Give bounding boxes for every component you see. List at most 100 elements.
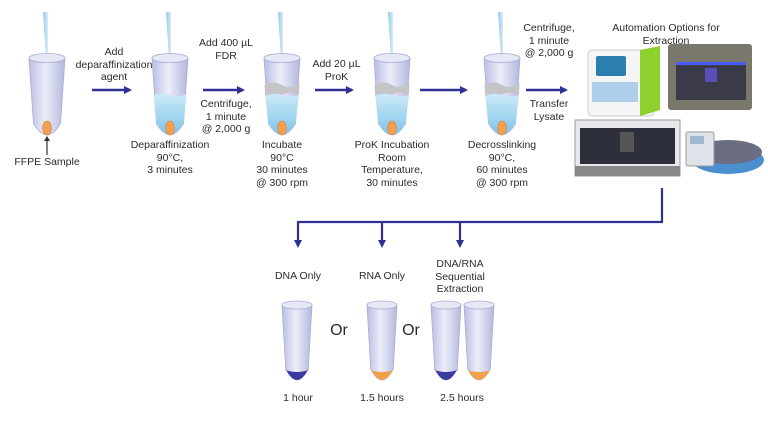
step-caption-5-line: Decrosslinking	[467, 139, 537, 151]
ffpe-sample	[277, 120, 287, 136]
step-caption-4-line: ProK Incubation	[354, 139, 430, 151]
step-caption-3-line: 90°C	[270, 151, 294, 164]
outcome-time-3: 2.5 hours	[440, 392, 484, 404]
step-caption-4-line: Room	[377, 151, 406, 164]
arrow-label-below-2-line: @ 2,000 g	[201, 123, 251, 135]
tube-body	[281, 304, 313, 381]
tube-rim	[151, 53, 189, 63]
arrow-label-above-1-line: agent	[100, 71, 128, 83]
pipette-tip-icon	[166, 12, 171, 58]
ffpe-sample	[165, 120, 175, 136]
tube-rim	[373, 53, 411, 63]
tube-body	[463, 304, 495, 381]
seq-dna-tube	[430, 300, 462, 381]
step-caption-5-line: 60 minutes	[476, 164, 528, 176]
step-caption-3-line: Incubate	[261, 139, 303, 151]
liquid-layer	[485, 93, 519, 135]
arrow-label-above-1-line: Add	[104, 46, 124, 58]
arrow-label-above-3-line: Add 20 µL	[312, 58, 361, 70]
pipette-tip-icon	[43, 12, 48, 58]
arrow-label-below-2-line: 1 minute	[205, 110, 247, 123]
arrow-label-above-1-line: deparaffinization	[75, 58, 153, 71]
tube-step-4	[373, 12, 411, 136]
arrow-label-below-2-line: Centrifuge,	[200, 98, 252, 110]
tube-body	[430, 304, 462, 381]
outcome-title-3-line: DNA/RNA	[436, 258, 484, 270]
step-caption-3-line: @ 300 rpm	[255, 176, 309, 189]
seq-rna-tube	[463, 300, 495, 381]
or-label-2: Or	[402, 322, 420, 339]
arrow-label-above-5: Centrifuge,1 minute@ 2,000 g	[494, 22, 604, 60]
tube-rim	[430, 300, 462, 310]
pipette-tip-icon	[278, 12, 283, 58]
outcome-time-2: 1.5 hours	[360, 392, 404, 404]
arrow-label-below-2: Centrifuge,1 minute@ 2,000 g	[181, 98, 271, 136]
outcome-time-1: 1 hour	[283, 392, 313, 404]
pellet	[370, 369, 394, 380]
tube-rim	[366, 300, 398, 310]
automation-title-line: Automation Options for	[612, 22, 720, 34]
step-caption-1-line: FFPE Sample	[14, 156, 80, 168]
instrument-large-handler	[574, 119, 681, 177]
step-caption-3-line: 30 minutes	[256, 164, 308, 176]
or-label-1: Or	[330, 322, 348, 339]
automation-title-line: Extraction	[642, 34, 690, 47]
arrow-label-below-5-line: Transfer	[529, 98, 569, 110]
tube-rim	[483, 53, 521, 63]
outcome-title-2: RNA Only	[332, 270, 432, 283]
ffpe-sample	[42, 120, 52, 136]
arrow-label-below-5-line: Lysate	[533, 110, 565, 123]
step-caption-1: FFPE Sample	[0, 156, 107, 169]
tube-rim	[28, 53, 66, 63]
outcome-title-3-line: Extraction	[436, 283, 484, 295]
step-caption-5-line: @ 300 rpm	[475, 176, 529, 189]
dna-tube	[281, 300, 313, 381]
outcome-title-1: DNA Only	[248, 270, 348, 283]
ffpe-sample	[497, 120, 507, 136]
pipette-tip-icon	[498, 12, 503, 58]
step-caption-4-line: 30 minutes	[366, 176, 418, 189]
screen	[596, 56, 626, 76]
arrow-label-above-3-line: ProK	[324, 70, 349, 83]
step-caption-2-line: 3 minutes	[147, 164, 193, 176]
liquid-layer	[153, 93, 187, 135]
arrow-label-above-5-line: Centrifuge,	[523, 22, 575, 34]
step-caption-2-line: 90°C,	[156, 151, 184, 164]
instrument-carousel	[685, 131, 764, 174]
pellet	[285, 369, 309, 380]
instrument-gray-handler	[668, 44, 752, 110]
tube-body	[366, 304, 398, 381]
pellet	[434, 369, 458, 380]
tube-step-5	[483, 12, 521, 136]
tube-step-2	[151, 12, 189, 136]
rna-tube	[366, 300, 398, 381]
tube-step-3	[263, 12, 301, 136]
arrow-label-above-2-line: FDR	[215, 49, 237, 62]
step-caption-5-line: 90°C,	[488, 151, 516, 164]
liquid-layer	[375, 93, 409, 135]
pointer-arrow-icon	[44, 136, 50, 141]
tube-rim	[281, 300, 313, 310]
arrow-label-above-2-line: Add 400 µL	[199, 37, 253, 49]
pellet	[467, 369, 491, 380]
liquid-layer	[265, 93, 299, 135]
pipette-tip-icon	[388, 12, 393, 58]
tube-rim	[463, 300, 495, 310]
step-caption-2-line: Deparaffinization	[130, 139, 210, 151]
step-caption-4-line: Temperature,	[361, 164, 423, 176]
window	[592, 82, 638, 102]
arrow-label-above-5-line: 1 minute	[528, 34, 570, 47]
tube-step-1	[28, 12, 66, 136]
arrow-label-above-5-line: @ 2,000 g	[524, 47, 574, 59]
